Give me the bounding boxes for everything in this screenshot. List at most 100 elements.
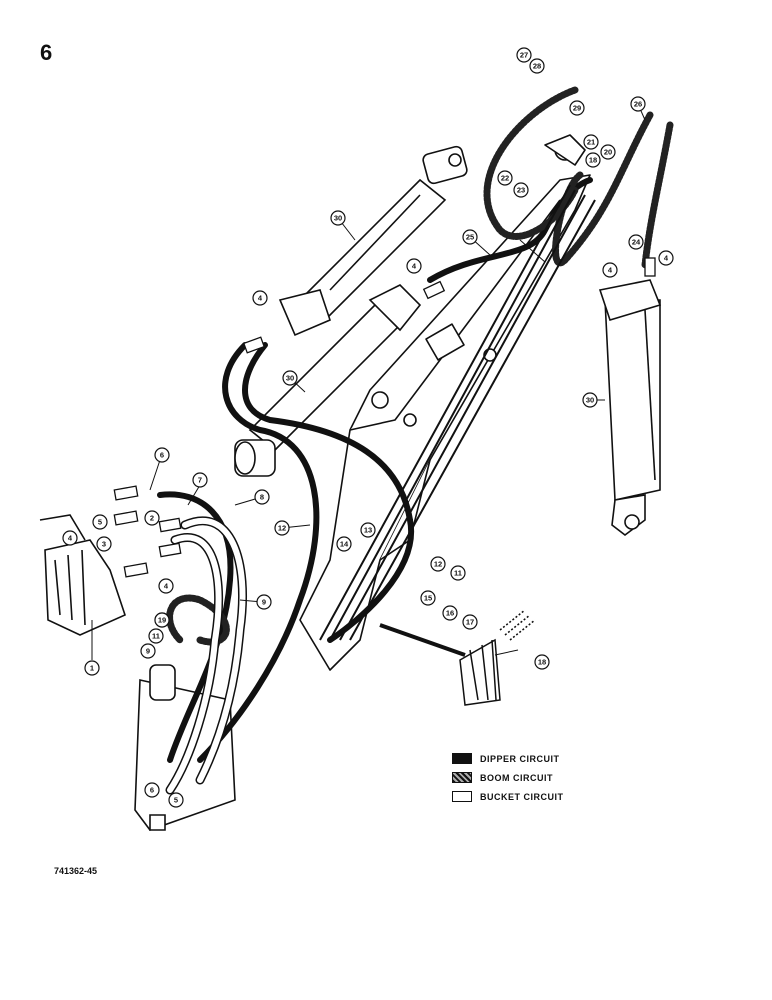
svg-text:4: 4 bbox=[608, 266, 613, 275]
svg-text:30: 30 bbox=[586, 396, 594, 405]
legend-item-bucket: BUCKET CIRCUIT bbox=[452, 787, 564, 806]
svg-text:7: 7 bbox=[198, 476, 202, 485]
svg-text:11: 11 bbox=[454, 569, 462, 578]
svg-text:14: 14 bbox=[340, 540, 349, 549]
svg-text:19: 19 bbox=[158, 616, 166, 625]
lower-boom-cylinder bbox=[234, 284, 422, 477]
callout-12-a: 12 bbox=[274, 520, 290, 536]
callout-9-b: 9 bbox=[140, 643, 156, 659]
svg-text:6: 6 bbox=[160, 451, 164, 460]
callout-4-b: 4 bbox=[158, 578, 174, 594]
callout-23: 23 bbox=[513, 182, 529, 198]
callout-11-b: 11 bbox=[450, 565, 466, 581]
legend-swatch-dipper bbox=[452, 753, 472, 764]
callout-3: 3 bbox=[96, 536, 112, 552]
svg-text:23: 23 bbox=[517, 186, 525, 195]
legend-swatch-boom bbox=[452, 772, 472, 783]
svg-text:30: 30 bbox=[334, 214, 342, 223]
callout-16: 16 bbox=[442, 605, 458, 621]
bucket-circuit-hoses bbox=[165, 516, 247, 795]
svg-text:28: 28 bbox=[533, 62, 541, 71]
legend-label-bucket: BUCKET CIRCUIT bbox=[480, 791, 564, 802]
svg-text:2: 2 bbox=[150, 514, 154, 523]
callout-6-a: 6 bbox=[154, 447, 170, 463]
callout-30-c: 30 bbox=[582, 392, 598, 408]
callout-21: 21 bbox=[583, 134, 599, 150]
svg-text:18: 18 bbox=[589, 156, 597, 165]
page-number: 6 bbox=[40, 40, 53, 65]
callout-12-b: 12 bbox=[430, 556, 446, 572]
svg-text:4: 4 bbox=[664, 254, 669, 263]
callout-18-a: 18 bbox=[534, 654, 550, 670]
svg-text:24: 24 bbox=[632, 238, 641, 247]
legend-item-dipper: DIPPER CIRCUIT bbox=[452, 749, 564, 768]
callout-27: 27 bbox=[516, 47, 532, 63]
svg-text:12: 12 bbox=[278, 524, 286, 533]
svg-text:3: 3 bbox=[102, 540, 106, 549]
callout-26: 26 bbox=[630, 96, 646, 112]
callout-6-b: 6 bbox=[144, 782, 160, 798]
legend-label-dipper: DIPPER CIRCUIT bbox=[480, 753, 560, 764]
svg-text:29: 29 bbox=[573, 104, 581, 113]
callout-9-a: 9 bbox=[256, 594, 272, 610]
callout-4-f: 4 bbox=[658, 250, 674, 266]
control-valve bbox=[39, 514, 126, 636]
svg-text:4: 4 bbox=[258, 294, 263, 303]
callout-24: 24 bbox=[628, 234, 644, 250]
callout-14: 14 bbox=[336, 536, 352, 552]
callout-20: 20 bbox=[600, 144, 616, 160]
legend-swatch-bucket bbox=[452, 791, 472, 802]
callout-4-a: 4 bbox=[62, 530, 78, 546]
callout-8: 8 bbox=[254, 489, 270, 505]
callout-1: 1 bbox=[84, 660, 100, 676]
callout-5-b: 5 bbox=[168, 792, 184, 808]
dipper-cylinder bbox=[598, 279, 662, 537]
svg-text:6: 6 bbox=[150, 786, 154, 795]
callout-28: 28 bbox=[529, 58, 545, 74]
svg-text:11: 11 bbox=[152, 632, 160, 641]
upper-boom-cylinder bbox=[278, 145, 468, 337]
callout-11-a: 11 bbox=[148, 628, 164, 644]
svg-text:8: 8 bbox=[260, 493, 264, 502]
circuit-legend: DIPPER CIRCUIT BOOM CIRCUIT BUCKET CIRCU… bbox=[452, 749, 564, 806]
svg-text:16: 16 bbox=[446, 609, 454, 618]
svg-text:20: 20 bbox=[604, 148, 612, 157]
svg-text:26: 26 bbox=[634, 100, 642, 109]
svg-text:13: 13 bbox=[364, 526, 372, 535]
callout-4-d: 4 bbox=[406, 258, 422, 274]
svg-text:22: 22 bbox=[501, 174, 509, 183]
callout-19: 19 bbox=[154, 612, 170, 628]
svg-text:30: 30 bbox=[286, 374, 294, 383]
callout-4-e: 4 bbox=[602, 262, 618, 278]
svg-text:5: 5 bbox=[98, 518, 102, 527]
callout-4-c: 4 bbox=[252, 290, 268, 306]
svg-text:25: 25 bbox=[466, 233, 474, 242]
svg-text:9: 9 bbox=[146, 647, 150, 656]
callout-29: 29 bbox=[569, 100, 585, 116]
callout-30-b: 30 bbox=[282, 370, 298, 386]
callout-15: 15 bbox=[420, 590, 436, 606]
fittings bbox=[113, 257, 656, 578]
tube-ends-detail bbox=[379, 609, 536, 706]
svg-text:17: 17 bbox=[466, 618, 474, 627]
svg-text:21: 21 bbox=[587, 138, 595, 147]
callout-30-a: 30 bbox=[330, 210, 346, 226]
svg-text:9: 9 bbox=[262, 598, 266, 607]
callout-22: 22 bbox=[497, 170, 513, 186]
svg-text:18: 18 bbox=[538, 658, 546, 667]
legend-item-boom: BOOM CIRCUIT bbox=[452, 768, 564, 787]
drawing-code: 741362-45 bbox=[54, 866, 98, 876]
svg-text:5: 5 bbox=[174, 796, 178, 805]
swing-tower bbox=[134, 664, 236, 831]
svg-text:4: 4 bbox=[164, 582, 169, 591]
svg-text:27: 27 bbox=[520, 51, 528, 60]
svg-text:15: 15 bbox=[424, 594, 432, 603]
callout-17: 17 bbox=[462, 614, 478, 630]
callout-2: 2 bbox=[144, 510, 160, 526]
svg-text:12: 12 bbox=[434, 560, 442, 569]
boom-tubes bbox=[319, 184, 596, 641]
svg-text:1: 1 bbox=[90, 664, 94, 673]
callouts: 1 2 3 4 4 4 4 4 4 5 5 6 6 7 8 9 9 10 11 … bbox=[62, 47, 674, 808]
callout-13: 13 bbox=[360, 522, 376, 538]
